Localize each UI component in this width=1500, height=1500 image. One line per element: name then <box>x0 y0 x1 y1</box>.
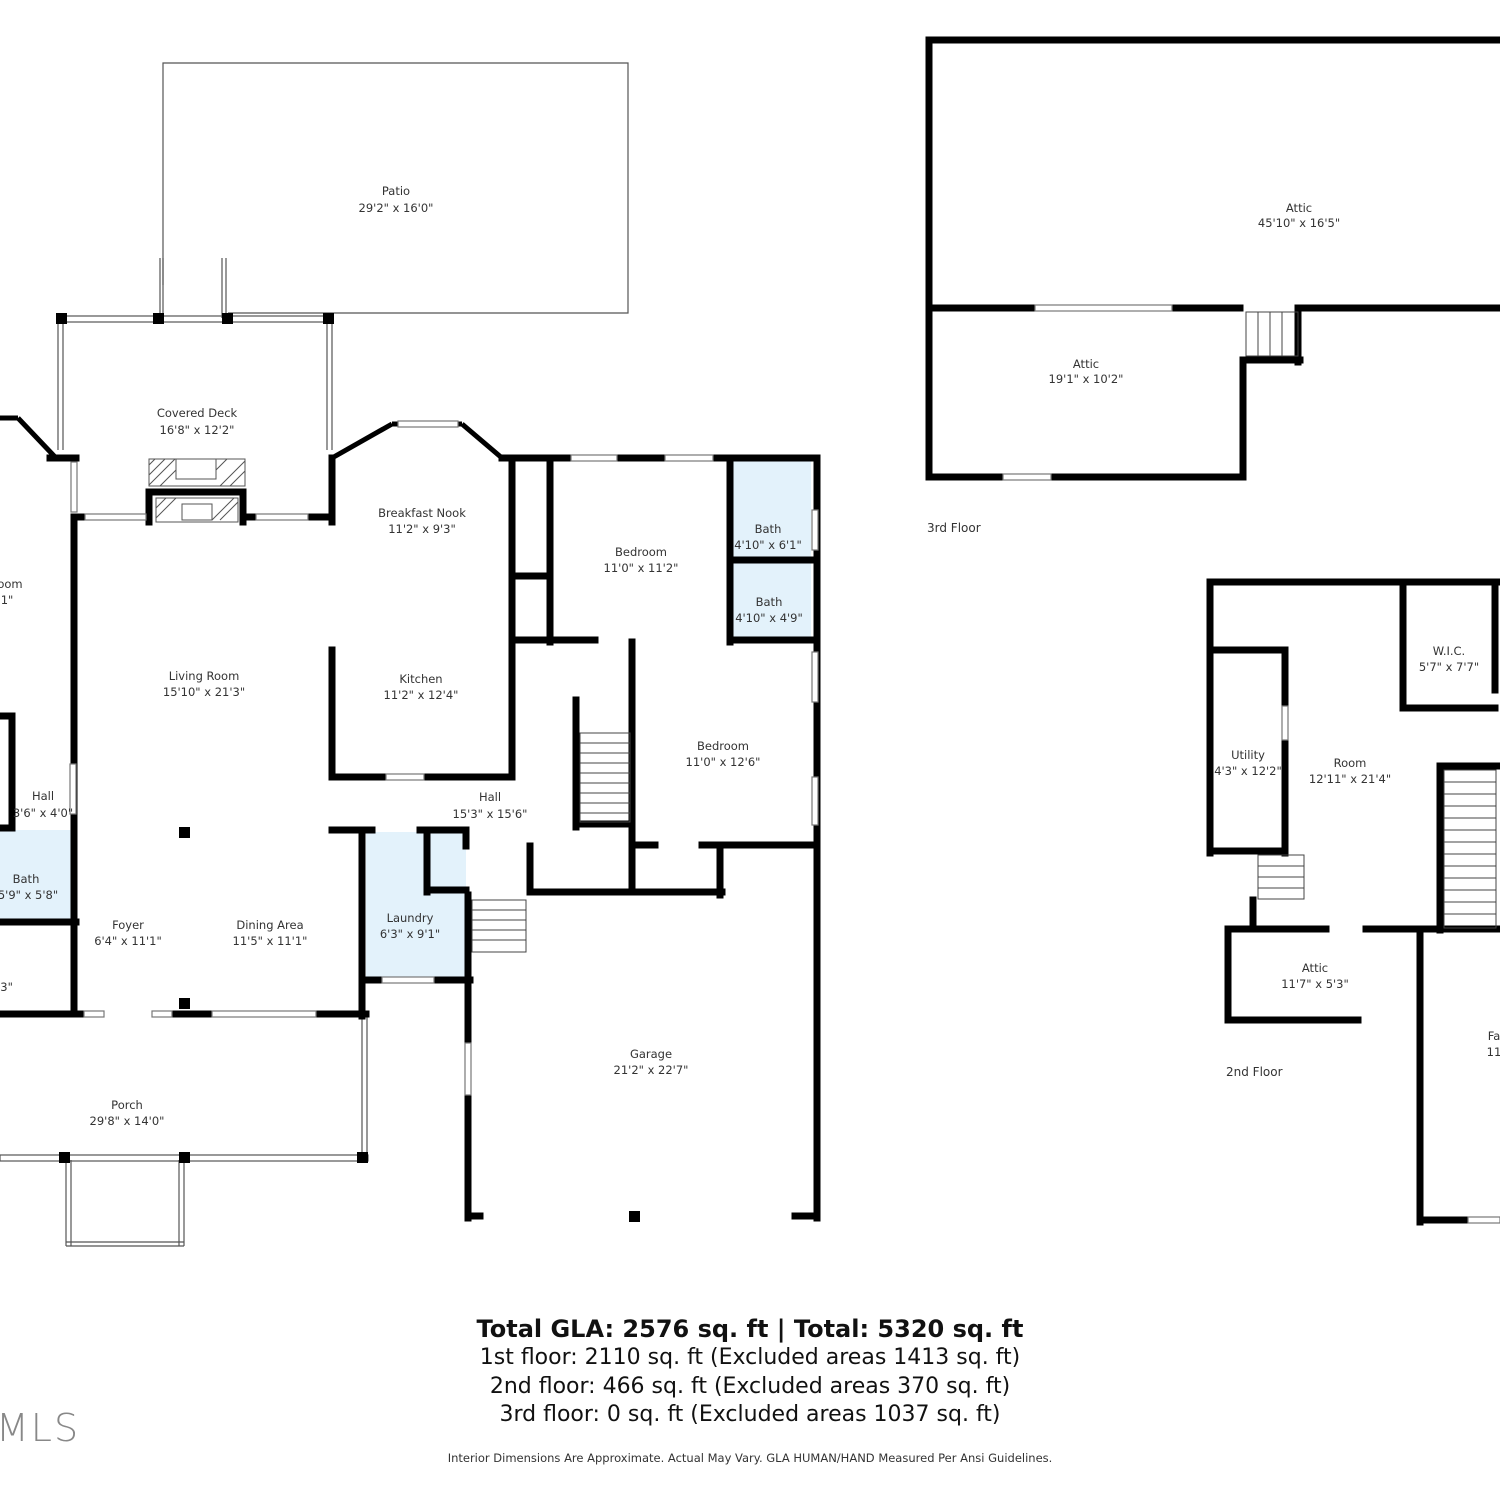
svg-text:'3": '3" <box>0 980 13 994</box>
room-partial-dims: '3" <box>0 980 13 994</box>
stairs <box>471 311 1497 953</box>
svg-text:19'1" x 10'2": 19'1" x 10'2" <box>1049 372 1124 386</box>
mls-logo: MLS <box>0 1406 81 1450</box>
room-bath-2: Bath 4'10" x 4'9" <box>735 595 803 625</box>
room-room: Room 12'11" x 21'4" <box>1309 756 1391 786</box>
room-utility: Utility 4'3" x 12'2" <box>1214 748 1282 778</box>
svg-text:Fa: Fa <box>1488 1029 1500 1043</box>
svg-text:6'3" x 9'1": 6'3" x 9'1" <box>380 927 440 941</box>
floor-label-3rd: 3rd Floor <box>927 521 981 535</box>
second-floor-area: 2nd floor: 466 sq. ft (Excluded areas 37… <box>489 1373 1011 1399</box>
svg-text:Living Room: Living Room <box>169 669 240 683</box>
room-hall-1: Hall 3'6" x 4'0" <box>13 789 73 820</box>
svg-text:Hall: Hall <box>32 789 54 803</box>
svg-text:Attic: Attic <box>1286 201 1312 215</box>
svg-text:5'7" x 7'7": 5'7" x 7'7" <box>1419 660 1479 674</box>
svg-text:11'0" x 12'6": 11'0" x 12'6" <box>686 755 761 769</box>
room-living-room: Living Room 15'10" x 21'3" <box>163 669 245 699</box>
fireplace <box>148 458 246 523</box>
svg-text:4'10" x 4'9": 4'10" x 4'9" <box>735 611 803 625</box>
svg-text:45'10" x 16'5": 45'10" x 16'5" <box>1258 216 1340 230</box>
svg-text:1": 1" <box>1 593 14 607</box>
svg-text:Utility: Utility <box>1231 748 1265 762</box>
posts <box>56 313 640 1222</box>
svg-text:11: 11 <box>1487 1045 1500 1059</box>
svg-text:11'7" x 5'3": 11'7" x 5'3" <box>1281 977 1349 991</box>
svg-text:Bath: Bath <box>755 522 782 536</box>
room-bath-3: Bath 5'9" x 5'8" <box>0 872 58 902</box>
room-covered-deck: Covered Deck 16'8" x 12'2" <box>157 406 238 437</box>
svg-text:Porch: Porch <box>111 1098 143 1112</box>
svg-text:21'2" x 22'7": 21'2" x 22'7" <box>614 1063 689 1077</box>
total-gla: Total GLA: 2576 sq. ft | Total: 5320 sq.… <box>476 1315 1024 1343</box>
svg-text:12'11" x 21'4": 12'11" x 21'4" <box>1309 772 1391 786</box>
svg-text:4'3" x 12'2": 4'3" x 12'2" <box>1214 764 1282 778</box>
room-dining-area: Dining Area 11'5" x 11'1" <box>233 918 308 948</box>
svg-text:15'3" x 15'6": 15'3" x 15'6" <box>453 807 528 821</box>
svg-text:6'4" x 11'1": 6'4" x 11'1" <box>94 934 162 948</box>
room-hall-2: Hall 15'3" x 15'6" <box>453 790 528 821</box>
room-bedroom-2: Bedroom 11'0" x 12'6" <box>686 739 761 769</box>
svg-text:29'2" x 16'0": 29'2" x 16'0" <box>359 201 434 215</box>
svg-text:Garage: Garage <box>630 1047 672 1061</box>
svg-text:Attic: Attic <box>1302 961 1328 975</box>
svg-text:15'10" x 21'3": 15'10" x 21'3" <box>163 685 245 699</box>
svg-text:Laundry: Laundry <box>387 911 434 925</box>
room-attic-3: Attic 11'7" x 5'3" <box>1281 961 1349 991</box>
first-floor-area: 1st floor: 2110 sq. ft (Excluded areas 1… <box>479 1345 1021 1370</box>
svg-text:11'2" x 9'3": 11'2" x 9'3" <box>388 522 456 536</box>
room-foyer: Foyer 6'4" x 11'1" <box>94 918 162 948</box>
room-bedroom-1: Bedroom 11'0" x 11'2" <box>604 545 679 575</box>
room-kitchen: Kitchen 11'2" x 12'4" <box>384 672 459 702</box>
room-patio: Patio 29'2" x 16'0" <box>359 184 434 215</box>
svg-text:5'9" x 5'8": 5'9" x 5'8" <box>0 888 58 902</box>
svg-text:W.I.C.: W.I.C. <box>1433 644 1465 658</box>
svg-text:Breakfast Nook: Breakfast Nook <box>378 506 466 520</box>
svg-text:Bedroom: Bedroom <box>697 739 749 753</box>
walls <box>0 36 1500 1226</box>
area-summary: Total GLA: 2576 sq. ft | Total: 5320 sq.… <box>0 1314 1500 1430</box>
room-partial-fam: Fa 11 <box>1487 1029 1500 1059</box>
svg-text:Bath: Bath <box>13 872 40 886</box>
svg-text:11'5" x 11'1": 11'5" x 11'1" <box>233 934 308 948</box>
room-garage: Garage 21'2" x 22'7" <box>614 1047 689 1077</box>
third-floor-area: 3rd floor: 0 sq. ft (Excluded areas 1037… <box>499 1402 1001 1427</box>
svg-text:16'8" x 12'2": 16'8" x 12'2" <box>160 423 235 437</box>
svg-text:Hall: Hall <box>479 790 501 804</box>
room-breakfast-nook: Breakfast Nook 11'2" x 9'3" <box>378 506 466 536</box>
room-labels: Patio 29'2" x 16'0" Covered Deck 16'8" x 1… <box>0 184 1500 1128</box>
room-porch: Porch 29'8" x 14'0" <box>90 1098 165 1128</box>
svg-text:11'0" x 11'2": 11'0" x 11'2" <box>604 561 679 575</box>
floor-label-2nd: 2nd Floor <box>1226 1065 1283 1079</box>
svg-text:Dining Area: Dining Area <box>236 918 303 932</box>
windows <box>69 304 1500 1224</box>
svg-text:4'10" x 6'1": 4'10" x 6'1" <box>734 538 802 552</box>
disclaimer: Interior Dimensions Are Approximate. Act… <box>447 1451 1053 1465</box>
svg-text:Foyer: Foyer <box>112 918 144 932</box>
svg-text:3'6" x 4'0": 3'6" x 4'0" <box>13 806 73 820</box>
svg-text:29'8" x 14'0": 29'8" x 14'0" <box>90 1114 165 1128</box>
room-wic: W.I.C. 5'7" x 7'7" <box>1419 644 1479 674</box>
svg-text:oom: oom <box>0 577 23 591</box>
room-partial: oom 1" <box>0 577 23 607</box>
room-bath-1: Bath 4'10" x 6'1" <box>734 522 802 552</box>
svg-text:Bedroom: Bedroom <box>615 545 667 559</box>
thin-outlines <box>0 62 629 1247</box>
bath-fills <box>0 458 811 977</box>
svg-text:Kitchen: Kitchen <box>399 672 442 686</box>
svg-text:Room: Room <box>1334 756 1367 770</box>
svg-text:Attic: Attic <box>1073 357 1099 371</box>
svg-text:Covered Deck: Covered Deck <box>157 406 238 420</box>
room-laundry: Laundry 6'3" x 9'1" <box>380 911 440 941</box>
svg-text:Bath: Bath <box>756 595 783 609</box>
svg-text:Patio: Patio <box>382 184 410 198</box>
svg-text:11'2" x 12'4": 11'2" x 12'4" <box>384 688 459 702</box>
